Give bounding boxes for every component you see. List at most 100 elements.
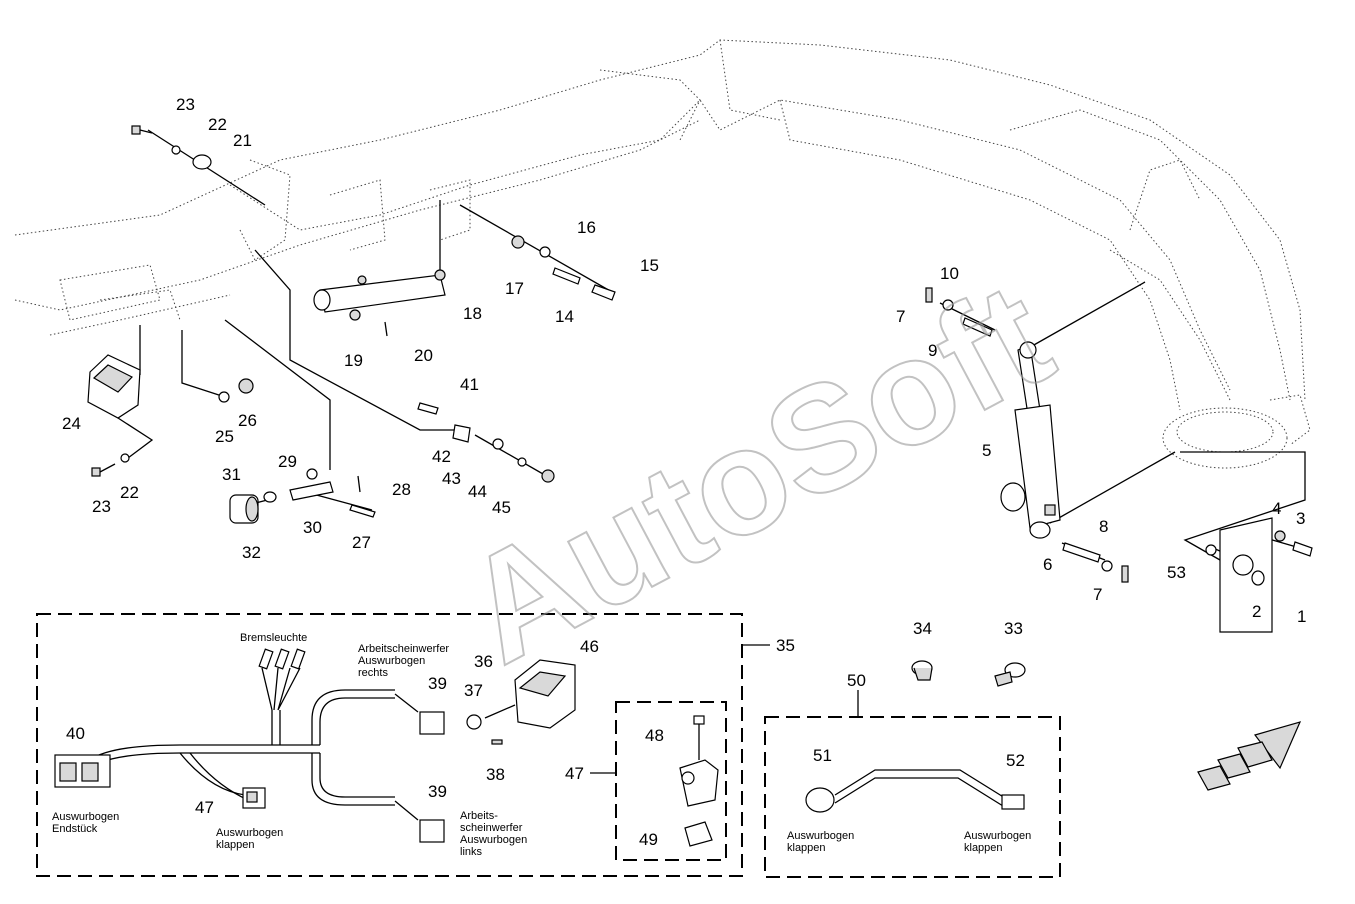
machine-frame <box>14 39 1311 469</box>
callouts: 23 22 21 16 15 17 14 18 19 20 24 25 26 2… <box>62 95 1306 849</box>
callout-14: 14 <box>555 307 574 326</box>
bulb-37 <box>466 714 482 730</box>
callout-29: 29 <box>278 452 297 471</box>
callout-42: 42 <box>432 447 451 466</box>
shaft-30 <box>289 481 334 501</box>
bolt-15 <box>591 284 616 301</box>
callout-19: 19 <box>344 351 363 370</box>
callout-43: 43 <box>442 469 461 488</box>
washer-19 <box>349 309 361 321</box>
callout-4: 4 <box>1272 499 1281 518</box>
callout-7-top: 7 <box>896 307 905 326</box>
washer-10 <box>942 299 954 311</box>
callout-18: 18 <box>463 304 482 323</box>
label-arbeits-rechts-2: Auswurbogen <box>358 655 425 667</box>
callout-27: 27 <box>352 533 371 552</box>
label-klappen52-1: Auswurbogen <box>964 830 1031 842</box>
callout-5: 5 <box>982 441 991 460</box>
callout-28: 28 <box>392 480 411 499</box>
callout-8: 8 <box>1099 517 1108 536</box>
wiring-harness <box>89 648 395 806</box>
pin-7-bottom <box>1121 565 1129 583</box>
callout-39-bottom: 39 <box>428 782 447 801</box>
direction-arrow-icon <box>1197 721 1302 791</box>
fuse-38 <box>491 739 503 745</box>
callout-40: 40 <box>66 724 85 743</box>
label-klappen47-1: Auswurbogen <box>216 827 283 839</box>
callout-31: 31 <box>222 465 241 484</box>
callout-16: 16 <box>577 218 596 237</box>
lamp-46 <box>514 659 576 729</box>
label-arbeits-links-1: Arbeits- <box>460 810 498 822</box>
callout-37: 37 <box>464 681 483 700</box>
washer-44 <box>517 457 527 467</box>
pin-9 <box>962 317 993 337</box>
label-arbeits-rechts-1: Arbeitscheinwerfer <box>358 643 449 655</box>
washer-25 <box>218 391 230 403</box>
text-labels: Bremsleuchte Arbeitscheinwerfer Auswurbo… <box>52 632 1031 858</box>
callout-24: 24 <box>62 414 81 433</box>
connector-39-top <box>394 693 445 735</box>
label-arbeits-links-3: Auswurbogen <box>460 834 527 846</box>
label-klappen51-1: Auswurbogen <box>787 830 854 842</box>
callout-23-bottom: 23 <box>92 497 111 516</box>
washer-53 <box>1205 544 1217 556</box>
kit-50-frame <box>764 716 1061 878</box>
callout-47-left: 47 <box>195 798 214 817</box>
pin-7-top <box>925 287 933 303</box>
callout-30: 30 <box>303 518 322 537</box>
pin-20 <box>384 321 388 337</box>
callout-35: 35 <box>776 636 795 655</box>
label-bremsleuchte: Bremsleuchte <box>240 632 307 644</box>
callout-46: 46 <box>580 637 599 656</box>
callout-47-box: 47 <box>565 764 584 783</box>
connector-48-body <box>679 759 719 807</box>
connector-40 <box>54 754 111 788</box>
callout-44: 44 <box>468 482 487 501</box>
washer-16 <box>539 246 551 258</box>
ring-31 <box>263 491 277 503</box>
ring-21 <box>192 154 212 170</box>
label-arbeits-links-2: scheinwerfer <box>460 822 523 834</box>
washer-43 <box>492 438 504 450</box>
bracket-42 <box>452 424 471 443</box>
kit-47-frame <box>615 701 727 861</box>
callout-10: 10 <box>940 264 959 283</box>
callout-21: 21 <box>233 131 252 150</box>
bolt-3 <box>1292 541 1313 557</box>
callout-53: 53 <box>1167 563 1186 582</box>
pin-6 <box>1062 542 1101 563</box>
roller-32 <box>229 494 259 524</box>
washer-8 <box>1101 560 1113 572</box>
label-klappen52-2: klappen <box>964 842 1003 854</box>
lamp-24 <box>87 354 141 419</box>
cylinder-5 <box>1000 341 1061 539</box>
bolt-23-top <box>131 125 153 135</box>
label-arbeits-rechts-3: rechts <box>358 667 388 679</box>
label-klappen47-2: klappen <box>216 839 255 851</box>
nut-45 <box>541 469 555 483</box>
label-klappen51-2: klappen <box>787 842 826 854</box>
callout-7-bottom: 7 <box>1093 585 1102 604</box>
callout-2: 2 <box>1252 602 1261 621</box>
callout-1: 1 <box>1297 607 1306 626</box>
callout-36: 36 <box>474 652 493 671</box>
callout-39-top: 39 <box>428 674 447 693</box>
label-endstueck-1: Auswurbogen <box>52 811 119 823</box>
callout-45: 45 <box>492 498 511 517</box>
callout-26: 26 <box>238 411 257 430</box>
cylinder-18 <box>313 269 446 313</box>
connector-47-left <box>242 787 266 809</box>
callout-3: 3 <box>1296 509 1305 528</box>
callout-50: 50 <box>847 671 866 690</box>
label-arbeits-links-4: links <box>460 846 483 858</box>
callout-52: 52 <box>1006 751 1025 770</box>
callout-34: 34 <box>913 619 932 638</box>
callout-22-top: 22 <box>208 115 227 134</box>
callout-38: 38 <box>486 765 505 784</box>
cable-50 <box>805 769 1025 813</box>
pin-28 <box>357 475 361 493</box>
callout-6: 6 <box>1043 555 1052 574</box>
callout-33: 33 <box>1004 619 1023 638</box>
